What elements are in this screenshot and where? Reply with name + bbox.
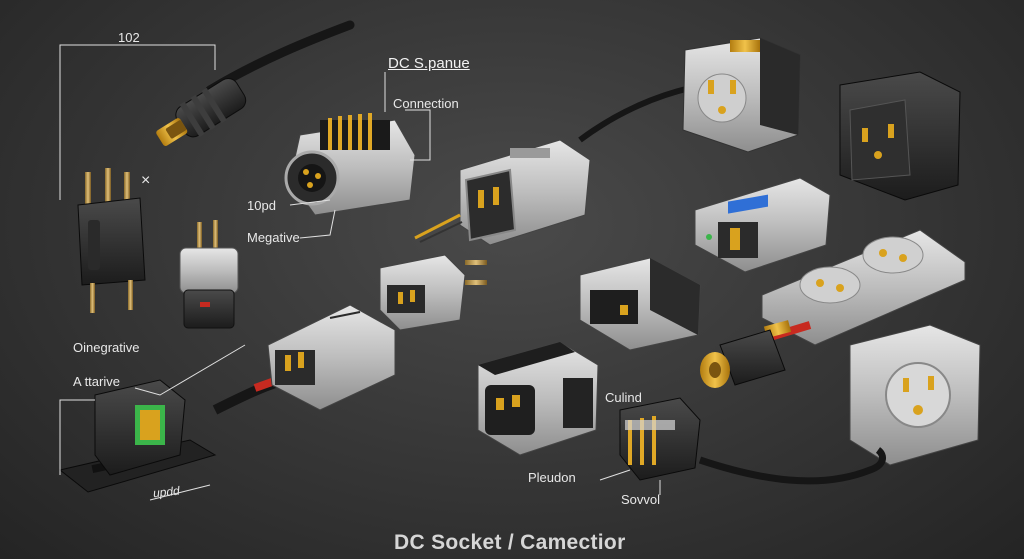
- sovvol-label: Sovvol: [621, 492, 661, 507]
- red-wire-plug: [700, 320, 812, 388]
- x-mark: ×: [141, 172, 151, 189]
- double-outlet-panel: [761, 229, 966, 346]
- dimension-label: 102: [118, 30, 140, 45]
- spring-terminal-cable: [599, 397, 886, 495]
- culind-label: Culind: [605, 390, 642, 405]
- updd-label: updd: [152, 483, 181, 501]
- footer-title: DC Socket / Camectior: [394, 531, 626, 554]
- tond-label: 10pd: [247, 198, 276, 213]
- attarive-label: A ttarive: [73, 374, 120, 389]
- square-grey-socket: [682, 37, 801, 153]
- attarive-callout: [134, 344, 246, 396]
- center-silver-connector: [414, 85, 691, 246]
- silver-wall-socket: [849, 324, 981, 466]
- silver-socket-spring: [284, 113, 416, 216]
- pleudon-label: Pleudon: [528, 470, 576, 485]
- black-housing-connector: [579, 257, 701, 351]
- module-blue-display: [694, 177, 831, 273]
- diagram-title-label: DC S.panue: [388, 55, 470, 72]
- callout-lines: [289, 72, 431, 239]
- dimension-bracket: [59, 44, 216, 200]
- bottom-center-connector: [477, 341, 599, 456]
- two-pin-metal-plug: [179, 220, 239, 329]
- megative-label: Megative: [247, 230, 300, 245]
- three-pin-black-plug: [77, 168, 146, 313]
- connection-label: Connection: [393, 96, 459, 111]
- barrel-plug-cable: [156, 20, 355, 146]
- red-cable-connector: [212, 304, 396, 415]
- small-two-pin-grey-plug: [379, 254, 487, 331]
- black-mount-green-contact: [58, 379, 217, 501]
- black-square-socket: [839, 71, 961, 201]
- oinegrative-label: Oinegrative: [73, 340, 140, 355]
